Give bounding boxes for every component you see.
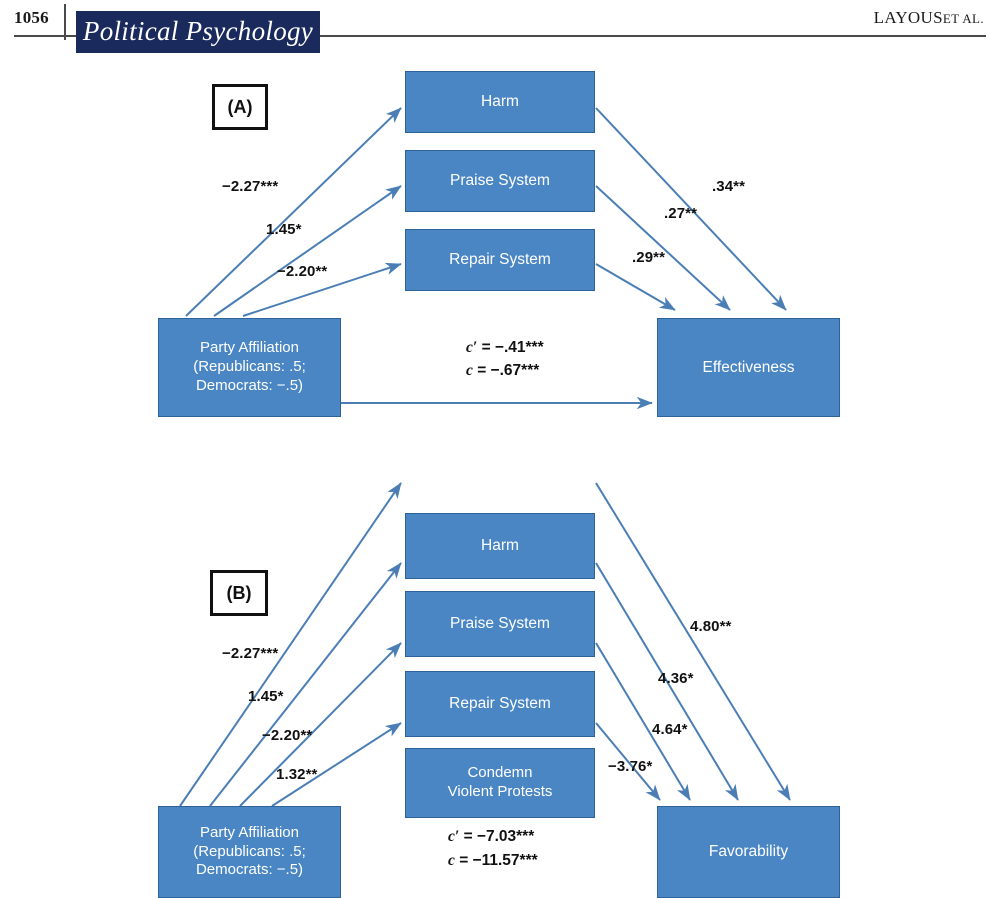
coef-b-repair-b: 4.64* <box>652 721 688 738</box>
direct-effect-c-b-symbol: c <box>448 852 455 869</box>
coef-b-condemn-b: −3.76* <box>608 758 653 775</box>
node-praise-system-a-label: Praise System <box>450 172 550 190</box>
author-etal: ET AL. <box>942 11 984 26</box>
party-affiliation-b-line3: Democrats: −.5) <box>195 861 304 879</box>
node-repair-system-b-label: Repair System <box>449 695 551 713</box>
author-running-head: LAYOUSET AL. <box>874 8 984 28</box>
coef-a-harm-b: −2.27*** <box>222 645 279 662</box>
panel-b: (B) Harm Praise System Repair System Con… <box>0 438 1000 898</box>
direct-effect-cprime-a-symbol: c′ <box>466 339 478 356</box>
coef-b-praise-b: 4.36* <box>658 670 694 687</box>
direct-effect-cprime-b: c′ = −7.03*** <box>448 828 534 846</box>
party-affiliation-b-line1: Party Affiliation <box>200 823 299 841</box>
coef-b-harm-b: 4.80** <box>690 618 732 635</box>
author-surname: LAYOUS <box>873 8 943 27</box>
node-repair-system-a[interactable]: Repair System <box>405 229 595 291</box>
node-favorability-b[interactable]: Favorability <box>657 806 840 898</box>
coef-a-praise: 1.45* <box>266 221 302 238</box>
party-affiliation-b-line2: (Republicans: .5; <box>193 842 306 860</box>
coef-a-harm: −2.27*** <box>222 178 279 195</box>
panel-a-badge: (A) <box>212 84 268 130</box>
node-condemn-b-line1: Condemn <box>467 764 533 782</box>
node-effectiveness-a[interactable]: Effectiveness <box>657 318 840 417</box>
party-affiliation-a-line3: Democrats: −.5) <box>195 376 304 394</box>
node-praise-system-b[interactable]: Praise System <box>405 591 595 657</box>
direct-effect-c-b-value: = −11.57*** <box>459 852 538 869</box>
header-rule <box>14 35 986 37</box>
party-affiliation-a-line2: (Republicans: .5; <box>193 358 306 376</box>
node-favorability-b-label: Favorability <box>708 843 789 861</box>
coef-a-condemn-b: 1.32** <box>276 766 318 783</box>
direct-effect-cprime-b-symbol: c′ <box>448 828 460 845</box>
figure-path-diagrams: (A) Harm Praise System Repair System Par… <box>0 58 1000 898</box>
direct-effect-c-a-symbol: c <box>466 362 473 379</box>
coef-b-repair: .29** <box>632 249 666 266</box>
panel-a-arrows <box>185 107 787 410</box>
node-condemn-b-line2: Violent Protests <box>447 783 553 800</box>
node-repair-system-b[interactable]: Repair System <box>405 671 595 737</box>
node-party-affiliation-b[interactable]: Party Affiliation (Republicans: .5; Demo… <box>158 806 341 898</box>
direct-effect-c-a: c = −.67*** <box>466 362 539 380</box>
panel-a: (A) Harm Praise System Repair System Par… <box>0 58 1000 430</box>
node-praise-system-a[interactable]: Praise System <box>405 150 595 212</box>
panel-a-badge-label: (A) <box>227 96 253 117</box>
node-harm-b-label: Harm <box>481 537 519 555</box>
node-party-affiliation-a[interactable]: Party Affiliation (Republicans: .5; Demo… <box>158 318 341 417</box>
coef-a-repair-b: −2.20** <box>262 727 313 744</box>
node-effectiveness-a-label: Effectiveness <box>702 358 795 376</box>
journal-title-plate: Political Psychology <box>76 11 320 53</box>
page-number: 1056 <box>14 8 49 27</box>
coef-b-harm: .34** <box>712 178 746 195</box>
node-harm-a-label: Harm <box>481 93 519 111</box>
panel-b-badge-label: (B) <box>226 582 252 603</box>
node-harm-a[interactable]: Harm <box>405 71 595 133</box>
coef-a-repair: −2.20** <box>277 263 328 280</box>
direct-effect-c-b: c = −11.57*** <box>448 852 538 870</box>
party-affiliation-a-line1: Party Affiliation <box>200 339 299 357</box>
panel-b-badge: (B) <box>210 570 268 616</box>
direct-effect-cprime-b-value: = −7.03*** <box>463 828 535 845</box>
node-repair-system-a-label: Repair System <box>449 251 551 269</box>
node-condemn-violent-protests-b[interactable]: Condemn Violent Protests <box>405 748 595 818</box>
panel-b-arrows <box>179 482 791 807</box>
direct-effect-cprime-a-value: = −.41*** <box>481 339 544 356</box>
node-praise-system-b-label: Praise System <box>450 615 550 633</box>
direct-effect-cprime-a: c′ = −.41*** <box>466 339 544 357</box>
coef-a-praise-b: 1.45* <box>248 688 284 705</box>
folio-divider <box>64 4 66 40</box>
direct-effect-c-a-value: = −.67*** <box>477 362 540 379</box>
node-harm-b[interactable]: Harm <box>405 513 595 579</box>
coef-b-praise: .27** <box>664 205 698 222</box>
running-head: 1056 Political Psychology LAYOUSET AL. <box>0 0 1000 60</box>
journal-title: Political Psychology <box>82 15 314 46</box>
